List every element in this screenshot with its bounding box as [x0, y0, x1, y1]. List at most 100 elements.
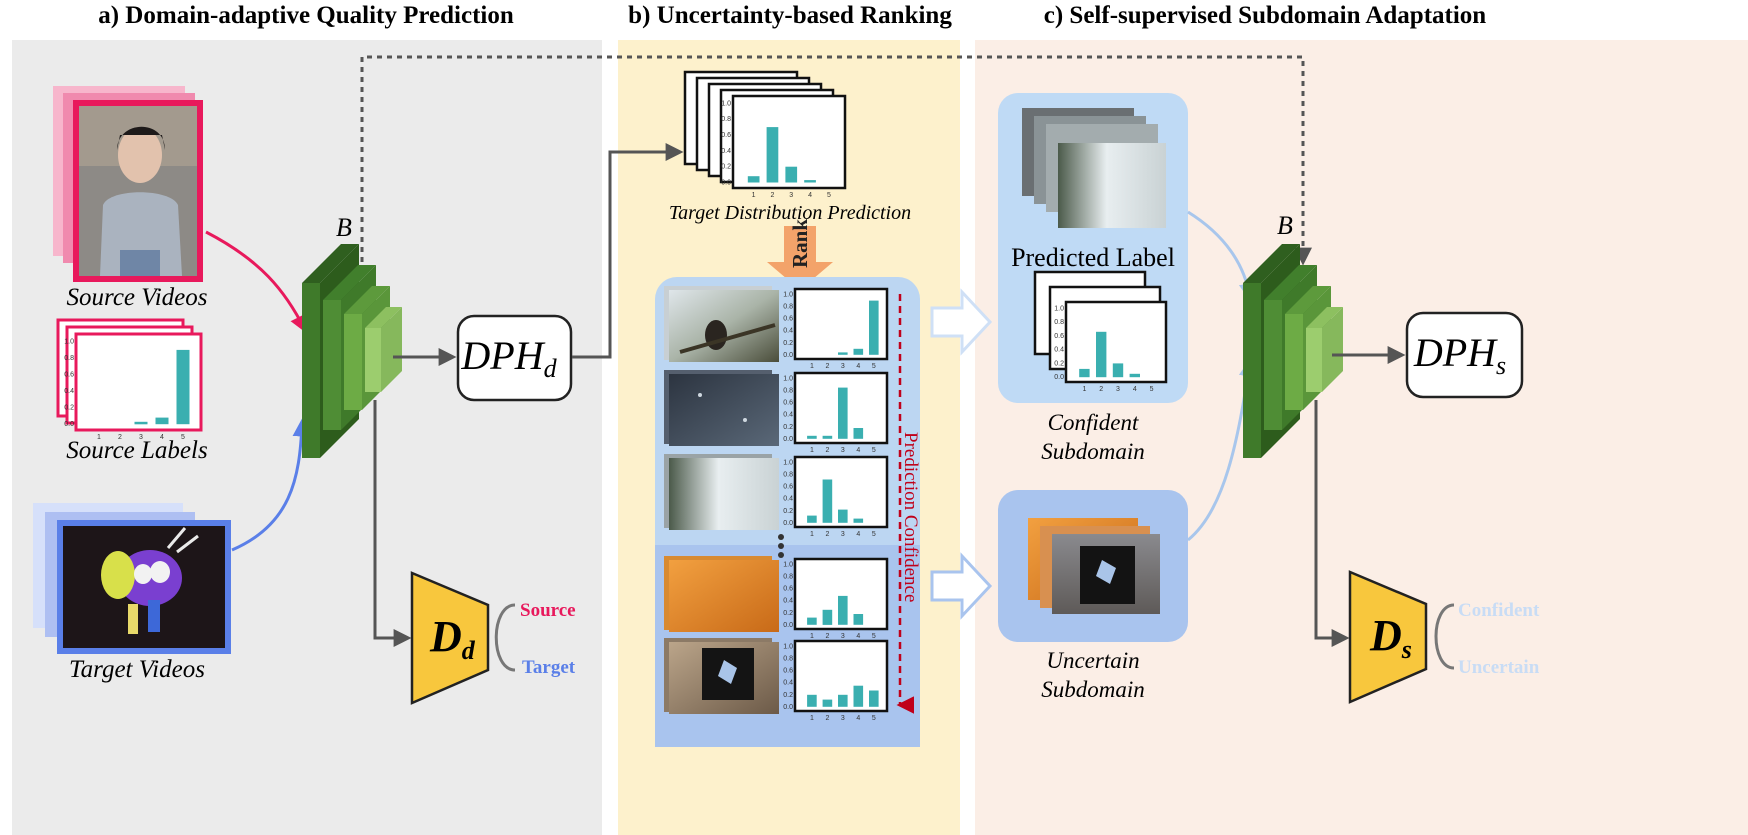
ranked-5-xtick-0: 1 — [810, 715, 814, 722]
section-a-title: a) Domain-adaptive Quality Prediction — [98, 2, 514, 29]
rank-label: Rank — [788, 219, 812, 268]
ranked-5-xtick-4: 5 — [872, 715, 876, 722]
backbone-to-disc-d-arrow — [373, 400, 412, 647]
target-distribution-bar-4 — [804, 180, 816, 183]
backbone-to-disc-s-arrow — [1314, 400, 1350, 647]
ranked-5-bar-5 — [869, 690, 879, 707]
ranked-2-ytick-0: 0.0 — [783, 436, 793, 443]
source-label-bar-5 — [176, 349, 190, 425]
ranked-4-ytick-4: 0.8 — [783, 574, 793, 581]
ranked-3-xtick-2: 3 — [841, 531, 845, 538]
section-c-title: c) Self-supervised Subdomain Adaptation — [1044, 2, 1487, 29]
target-videos-stack — [33, 503, 231, 654]
ranked-2-bar-1 — [807, 435, 817, 439]
dph-s-label: DPHs — [1413, 330, 1506, 380]
source-label-ytick-3: 0.6 — [64, 372, 74, 379]
ranked-thumb-1 — [664, 286, 779, 362]
predicted-label-ytick-5: 1.0 — [1054, 305, 1064, 312]
ranked-4-ytick-5: 1.0 — [783, 562, 793, 569]
ranked-5-ytick-1: 0.2 — [783, 692, 793, 699]
ranked-3-ytick-5: 1.0 — [783, 460, 793, 467]
source-label-ytick-2: 0.4 — [64, 388, 74, 395]
discriminator-d — [410, 571, 490, 705]
source-label-xtick-0: 1 — [97, 434, 101, 441]
ranked-3-ytick-4: 0.8 — [783, 472, 793, 479]
ranked-5-ytick-4: 0.8 — [783, 656, 793, 663]
ranked-3-ytick-2: 0.4 — [783, 496, 793, 503]
target-to-backbone-arrow — [231, 418, 311, 552]
target-distribution-ytick-3: 0.6 — [721, 132, 731, 139]
ranked-5-bar-1 — [807, 694, 817, 707]
source-labels-stack — [56, 318, 203, 432]
source-label-ytick-0: 0.0 — [64, 421, 74, 428]
backbone-a — [302, 244, 402, 458]
ranked-4-xtick-0: 1 — [810, 633, 814, 640]
predicted-label-bar-1 — [1079, 368, 1090, 378]
target-distribution-xtick-4: 5 — [827, 192, 831, 199]
uncertain-caption-line2: Subdomain — [1041, 677, 1145, 702]
ranked-3-xtick-0: 1 — [810, 531, 814, 538]
ranked-2-xtick-2: 3 — [841, 447, 845, 454]
ranked-3-bar-1 — [807, 515, 817, 523]
dph-d-box — [456, 314, 573, 402]
target-distribution-bar-3 — [785, 166, 798, 183]
confident-caption-line2: Subdomain — [1041, 439, 1145, 464]
uncertain-thumbs — [1028, 518, 1160, 614]
predicted-label-xtick-0: 1 — [1082, 386, 1086, 393]
ranked-1-xtick-0: 1 — [810, 363, 814, 370]
predicted-label-ytick-4: 0.8 — [1054, 319, 1064, 326]
ranked-1-xtick-2: 3 — [841, 363, 845, 370]
distribution-stack — [683, 70, 847, 190]
predicted-label-xtick-2: 3 — [1116, 386, 1120, 393]
disc-s-output-brace — [1434, 603, 1455, 670]
source-label-xtick-2: 3 — [139, 434, 143, 441]
target-distribution-caption: Target Distribution Prediction — [669, 202, 911, 224]
target-distribution-ytick-2: 0.4 — [721, 148, 731, 155]
ranked-5-ytick-5: 1.0 — [783, 644, 793, 651]
source-to-backbone-arrow — [205, 230, 307, 334]
section-b-title: b) Uncertainty-based Ranking — [628, 2, 952, 29]
dashed-feedback-arrow — [360, 55, 1312, 266]
to-confident-arrow — [930, 288, 993, 356]
ranked-4-xtick-3: 4 — [856, 633, 860, 640]
ranked-1-ytick-4: 0.8 — [783, 304, 793, 311]
ranked-1-ytick-0: 0.0 — [783, 352, 793, 359]
ranked-3-bar-3 — [838, 509, 848, 523]
ranked-4-xtick-4: 5 — [872, 633, 876, 640]
source-videos-stack — [53, 86, 203, 282]
ranked-3-xtick-4: 5 — [872, 531, 876, 538]
ranked-4-ytick-2: 0.4 — [783, 598, 793, 605]
predicted-label-ytick-0: 0.0 — [1054, 374, 1064, 381]
ranked-1-ytick-3: 0.6 — [783, 316, 793, 323]
ranked-1-bar-4 — [853, 348, 864, 355]
ranked-4-ytick-1: 0.2 — [783, 610, 793, 617]
ranked-1-ytick-1: 0.2 — [783, 340, 793, 347]
disc-d-label: Dd — [429, 612, 476, 665]
target-distribution-ytick-0: 0.0 — [721, 180, 731, 187]
source-label-ytick-5: 1.0 — [64, 339, 74, 346]
predicted-label-caption: Predicted Label — [1011, 243, 1175, 272]
ranked-2-ytick-5: 1.0 — [783, 376, 793, 383]
dph-s-box — [1405, 311, 1524, 399]
ranked-2-ytick-4: 0.8 — [783, 388, 793, 395]
predicted-label-xtick-3: 4 — [1133, 386, 1137, 393]
ranked-5-bar-4 — [853, 685, 864, 707]
ranked-1-bar-3 — [838, 352, 848, 355]
ranked-2-bar-2 — [822, 435, 833, 439]
source-label-bar-4 — [155, 417, 169, 425]
ranked-4-bar-1 — [807, 617, 817, 625]
ranked-3-ytick-3: 0.6 — [783, 484, 793, 491]
ranked-2-bar-4 — [853, 428, 864, 439]
ranked-5-xtick-1: 2 — [825, 715, 829, 722]
ranked-1-xtick-4: 5 — [872, 363, 876, 370]
ranked-5-ytick-3: 0.6 — [783, 668, 793, 675]
source-labels-caption: Source Labels — [66, 437, 207, 464]
target-distribution-xtick-3: 4 — [808, 192, 812, 199]
